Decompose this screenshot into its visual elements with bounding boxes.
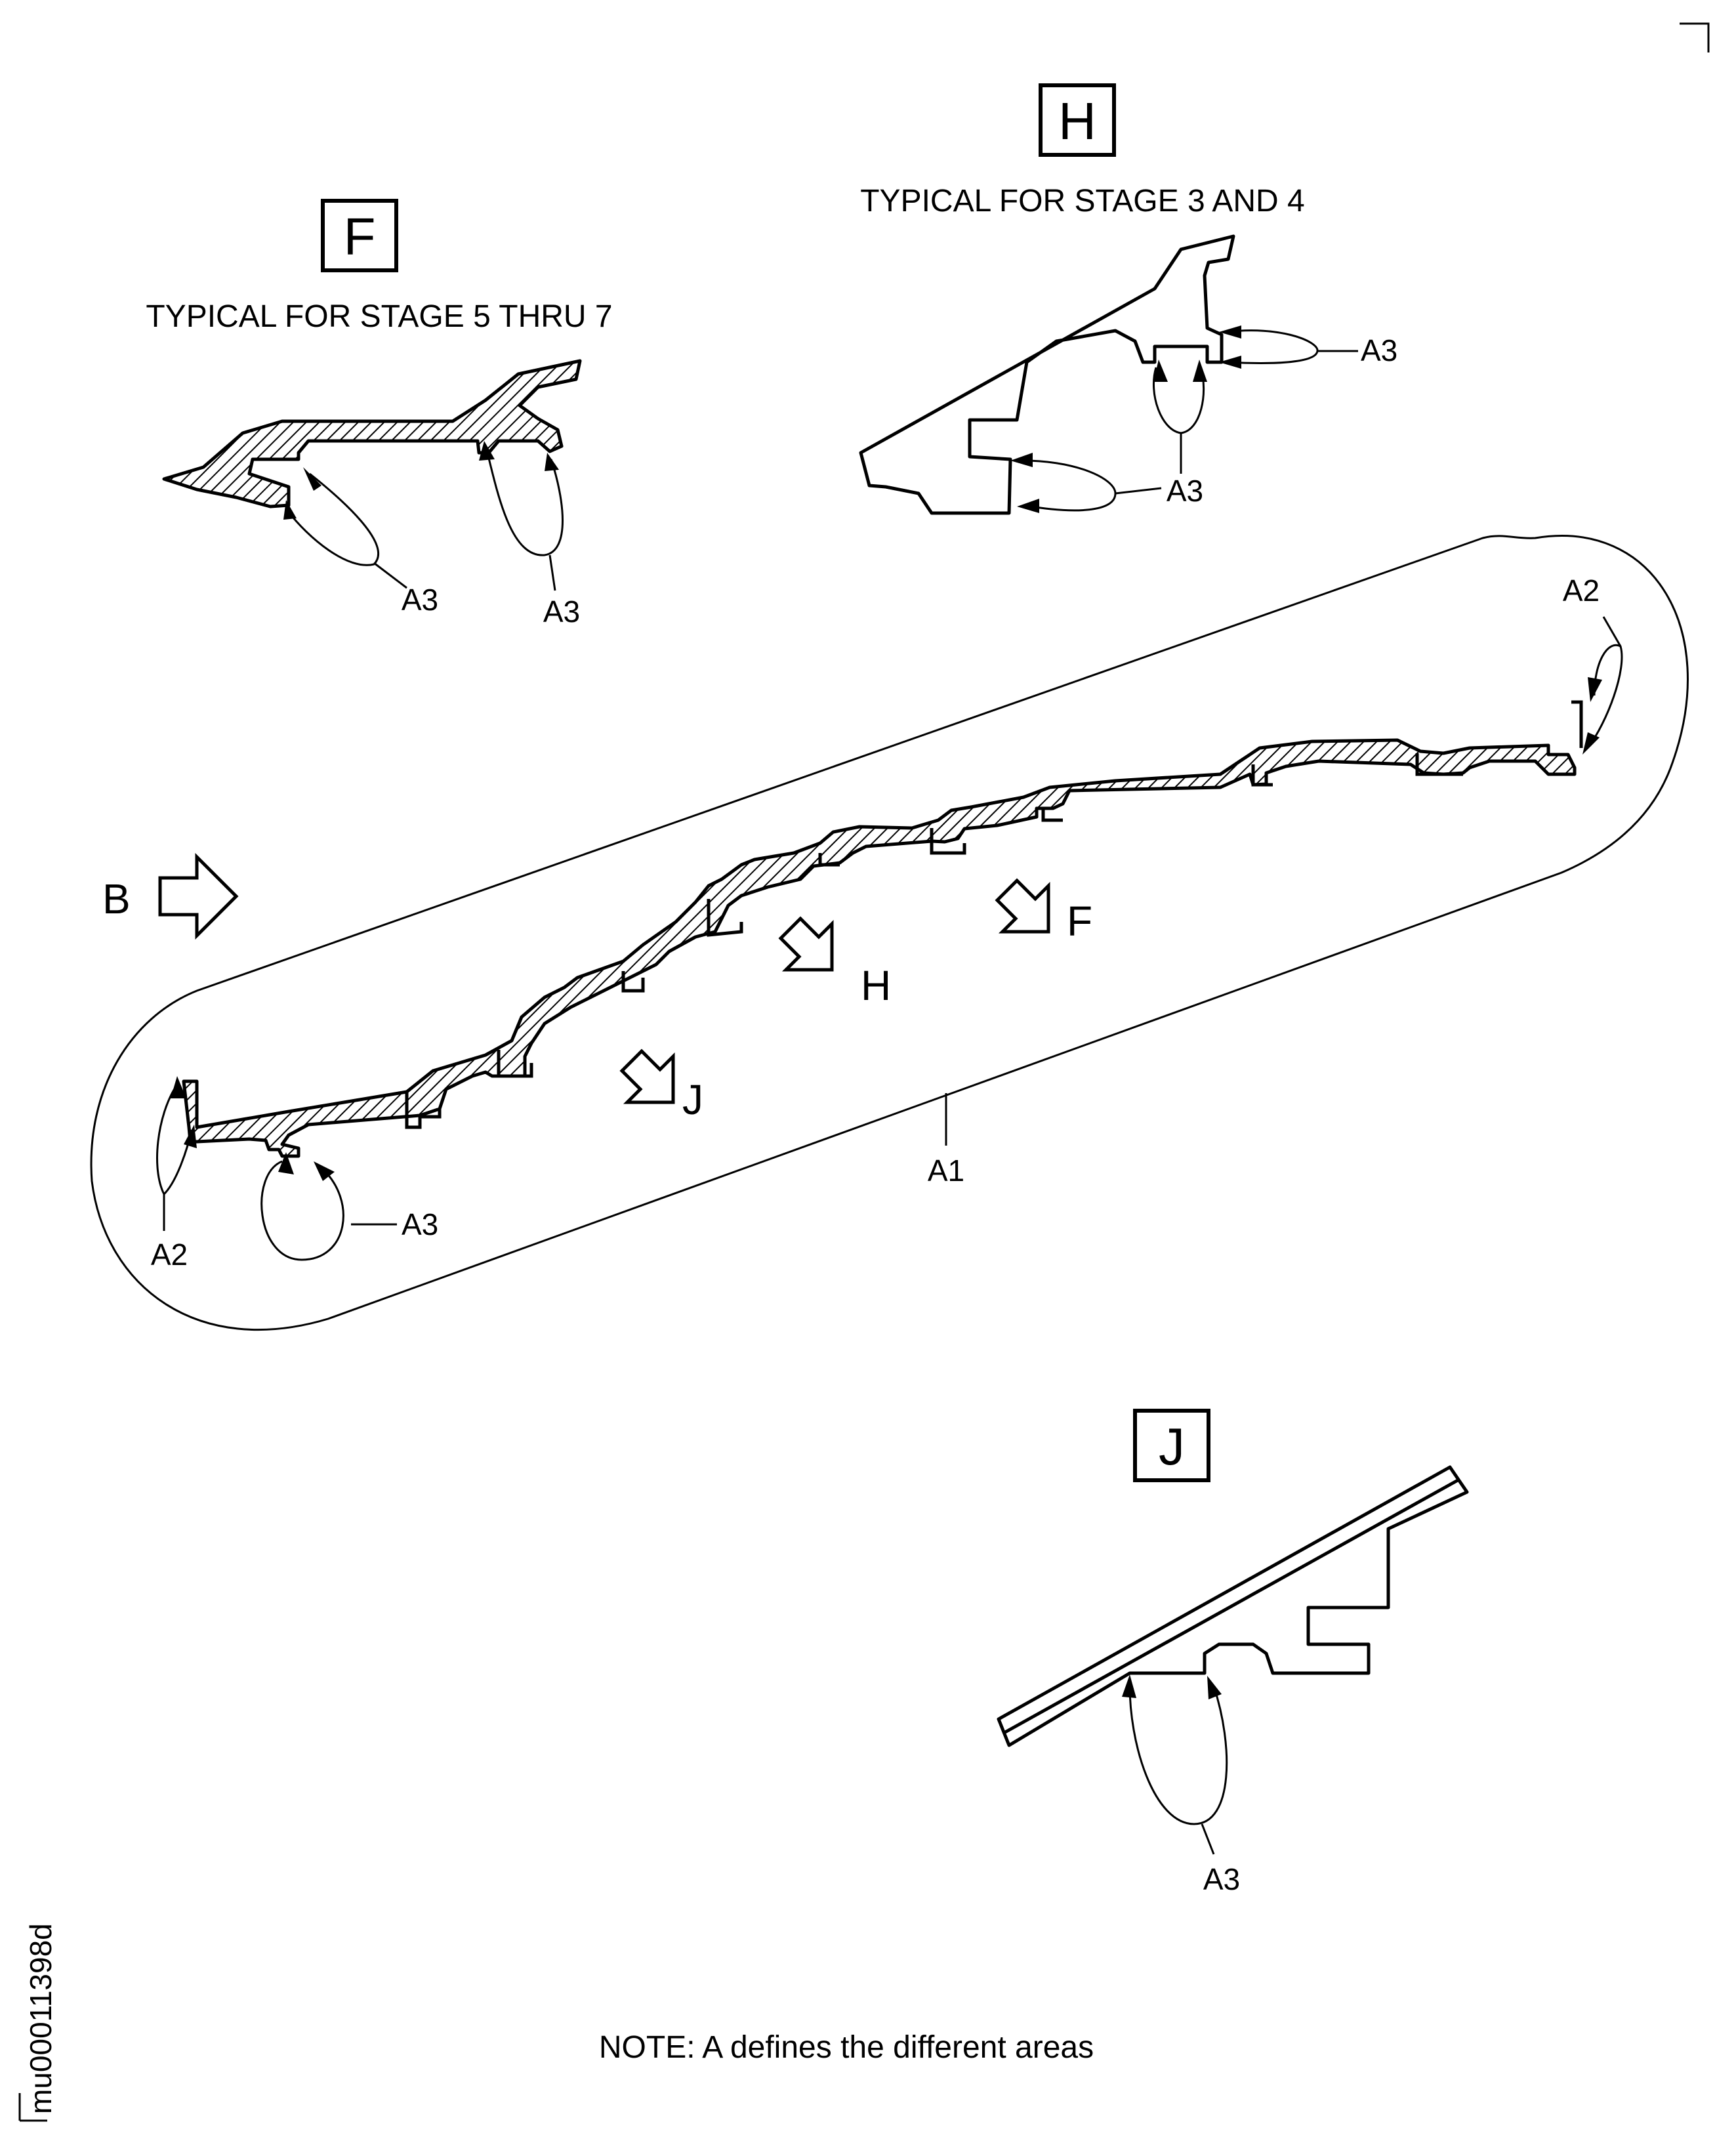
area-a1-boundary [90,535,1689,1331]
view-f-callout-arrowhead [283,500,297,520]
main-a2-left-arrowhead [171,1076,186,1098]
view-h-callout-arrowhead [1193,360,1207,382]
view-j-callout-arrowhead [1207,1676,1222,1699]
view-h-section [859,234,1235,515]
view-f-callout-arrowhead [479,441,495,461]
view-h: H TYPICAL FOR STAGE 3 AND 4 A3 A3 [859,83,1397,515]
view-arrow-f-icon [995,878,1050,934]
view-j-section [997,1465,1469,1747]
main-a2-right-leader [1602,616,1622,647]
main-a2-right-loop [1586,644,1623,749]
profile-hook [405,1092,442,1129]
profile-hook [497,1050,533,1078]
view-arrow-b-icon [158,852,239,940]
view-arrow-f-label: F [1067,898,1092,945]
view-f-section [162,359,582,509]
main-a3-arrowhead [278,1152,294,1174]
main-a2-right-arrowhead [1582,732,1600,755]
view-h-letter: H [1058,92,1096,150]
view-f-callout-arrowhead [303,467,321,491]
view-h-callout-arrowhead [1153,360,1168,382]
view-j-letter: J [1159,1417,1185,1476]
view-f-letter-box [321,199,398,272]
view-f-letter: F [344,207,376,266]
view-h-leader-bottom [1115,487,1162,495]
view-h-callout-arrowhead [1219,325,1241,339]
profile-hook [1571,700,1583,748]
figure-id: mu00011398d [24,1923,58,2114]
view-j: J A3 [997,1409,1469,1896]
view-h-callout-arrowhead [1219,356,1241,369]
view-j-letter-box [1133,1409,1210,1482]
view-f-leader-right [548,554,556,591]
main-area-a2-right: A2 [1563,573,1600,608]
view-f-callout-loop-right [486,449,564,556]
view-j-callout-arrowhead [1122,1674,1136,1698]
note-text: NOTE: A defines the different areas [599,2030,1094,2065]
view-f-leader-left [373,562,407,589]
view-f-callout-left: A3 [402,583,438,617]
view-arrow-h-icon [778,916,834,972]
view-f: F TYPICAL FOR STAGE 5 THRU 7 A3 A3 [146,199,613,629]
figure-id-bracket [18,2093,47,2122]
profile-hook [1415,753,1463,776]
view-f-caption: TYPICAL FOR STAGE 5 THRU 7 [146,299,612,334]
view-arrow-b-label: B [102,875,131,923]
profile-hook [621,971,645,993]
main-a3-loop [260,1160,344,1261]
view-f-callout-arrowhead [545,453,559,471]
view-j-callout-loop [1128,1679,1228,1825]
view-h-callout-arrowhead [1017,499,1039,513]
view-f-callout-loop-left [286,472,379,566]
main-profile [182,738,1577,1158]
main-a2-left-loop [156,1086,193,1196]
view-h-callout-top: A3 [1361,333,1397,367]
main-area-a2-left: A2 [151,1237,188,1272]
profile-hook [1041,808,1063,822]
main-section: A2 A3 A2 A1 B H F J [90,535,1689,1331]
corner-mark [1680,22,1710,52]
profile-hook [1251,764,1273,787]
view-j-leader [1201,1823,1215,1855]
main-a3-arrowhead [314,1161,335,1181]
main-area-a3: A3 [402,1207,438,1241]
view-f-callout-right: A3 [543,594,580,629]
view-h-letter-box [1039,83,1116,157]
main-a2-left-arrowhead [184,1125,197,1148]
view-arrow-j-label: J [682,1076,703,1123]
main-area-a1: A1 [928,1153,964,1188]
view-j-callout: A3 [1203,1862,1240,1896]
view-h-callout-bottom: A3 [1167,474,1203,508]
main-a2-right-arrowhead [1588,677,1602,702]
view-arrow-j-icon [619,1049,675,1104]
view-arrow-h-label: H [861,962,891,1009]
profile-hook [707,899,743,937]
view-j-surface [1004,1478,1459,1734]
profile-hook [930,828,966,855]
view-h-callout-arrowhead [1010,453,1033,467]
view-h-caption: TYPICAL FOR STAGE 3 AND 4 [860,184,1305,218]
profile-hook [818,853,840,867]
